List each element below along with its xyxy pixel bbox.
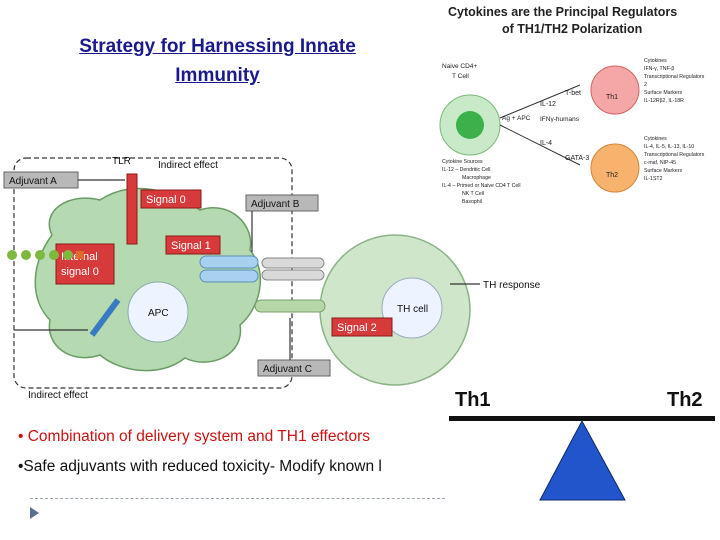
signal0-box <box>140 189 202 209</box>
cyto-source-0: Cytokine Sources <box>442 159 483 165</box>
indirect-effect-top-label: Indirect effect <box>158 160 218 171</box>
seesaw-right-label: Th2 <box>667 389 703 411</box>
tbet-label: T-bet <box>565 90 581 97</box>
th1-th2-seesaw: Th1 Th2 <box>449 389 715 501</box>
th2-note-2: Transcriptional Regulators <box>644 152 705 158</box>
footer-divider <box>30 498 445 499</box>
intracellular-receptor <box>89 298 121 337</box>
naive-line2: T Cell <box>452 73 469 80</box>
adjuvant-a-label: Adjuvant A <box>9 176 57 187</box>
signal0-label: Signal 0 <box>146 194 186 206</box>
tlr-receptor <box>126 173 138 245</box>
ag-apc-label: Ag + APC <box>502 115 531 122</box>
internal-signal-line2: signal 0 <box>61 266 99 278</box>
slide-title: Strategy for Harnessing Innate Immunity <box>20 32 415 90</box>
th1-note-4: Surface Markers <box>644 90 682 96</box>
bullet-1: • Combination of delivery system and TH1… <box>18 428 371 445</box>
seesaw-left-label: Th1 <box>455 389 491 411</box>
cytokine-sources-notes: Cytokine Sources IL-12 – Dendritic Cell … <box>442 159 521 205</box>
th-cell-label: TH cell <box>397 304 428 315</box>
th2-note-1: IL-4, IL-5, IL-13, IL-10 <box>644 144 694 150</box>
cyto-source-3: IL-4 – Primed or Naive CD4 T Cell <box>442 183 521 189</box>
ifn-label: IFNγ-humans <box>540 116 580 123</box>
cyto-source-5: Basophil <box>462 199 482 205</box>
tcr-upper <box>261 257 325 269</box>
cyto-source-1: IL-12 – Dendritic Cell <box>442 167 490 173</box>
gata3-label: GATA-3 <box>565 155 589 162</box>
mhc-complex-lower <box>199 269 259 283</box>
cyto-title-line2: of TH1/TH2 Polarization <box>502 22 642 36</box>
signal2-label: Signal 2 <box>337 322 377 334</box>
th2-note-4: Surface Markers <box>644 168 682 174</box>
seesaw-fulcrum <box>539 419 626 501</box>
footer-arrow-icon <box>30 507 39 519</box>
th2-path <box>499 124 581 166</box>
th2-note-0: Cytokines <box>644 136 667 142</box>
adjuvant-molecules <box>7 250 84 260</box>
th1-note-0: Cytokines <box>644 58 667 64</box>
adjuvant-mechanism-diagram: APC TH cell TLR Indirect effect Adjuvant… <box>3 156 541 401</box>
signal1-label: Signal 1 <box>171 240 211 252</box>
cytokine-polarization-diagram: Cytokines are the Principal Regulators o… <box>439 5 705 205</box>
th2-cell <box>590 143 640 193</box>
adjuvant-c-label: Adjuvant C <box>263 364 312 375</box>
th2-note-5: IL-1ST2 <box>644 176 663 182</box>
internal-signal-box <box>55 243 115 285</box>
th2-note-3: c-maf, NIP-45 <box>644 160 676 166</box>
bullet-2: •Safe adjuvants with reduced toxicity- M… <box>18 458 382 475</box>
th1-path <box>499 84 581 119</box>
th-response-label: TH response <box>483 280 541 291</box>
mhc-complex-upper <box>199 255 259 269</box>
tcr-lower <box>261 269 325 281</box>
title-line-1: Strategy for Harnessing Innate <box>79 36 356 57</box>
naive-line1: Naive CD4+ <box>442 63 477 70</box>
th2-notes: Cytokines IL-4, IL-5, IL-13, IL-10 Trans… <box>644 136 705 182</box>
apc-label: APC <box>148 308 169 319</box>
th1-note-3: 2 <box>644 82 647 88</box>
il12-label: IL-12 <box>540 101 556 108</box>
costim-receptor <box>254 299 326 313</box>
th1-note-5: IL-12Rβ2, IL-18R <box>644 98 684 104</box>
il4-label: IL-4 <box>540 140 552 147</box>
adjuvant-b-label: Adjuvant B <box>251 199 300 210</box>
cyto-source-2: Macrophage <box>462 175 491 181</box>
th1-notes: Cytokines IFN-γ, TNF-β Transcriptional R… <box>644 58 705 104</box>
apc-nucleus <box>127 281 189 343</box>
naive-t-cell-nucleus <box>456 111 484 139</box>
th1-cell-label: Th1 <box>606 94 618 101</box>
th1-note-2: Transcriptional Regulators <box>644 74 705 80</box>
signal1-box <box>165 235 221 255</box>
adjuvant-c-box <box>257 359 331 377</box>
tlr-label: TLR <box>112 156 131 167</box>
indirect-effect-bottom-label: Indirect effect <box>28 390 88 401</box>
seesaw-beam <box>449 416 715 421</box>
cyto-title-line1: Cytokines are the Principal Regulators <box>448 5 677 19</box>
adjuvant-b-box <box>245 194 319 212</box>
signal2-box <box>331 317 393 337</box>
th1-cell <box>590 65 640 115</box>
th-cell-nucleus <box>381 277 443 339</box>
th2-cell-label: Th2 <box>606 172 618 179</box>
cyto-source-4: NK T Cell <box>462 191 484 197</box>
title-line-2: Immunity <box>175 65 260 86</box>
indirect-effect-frame <box>13 157 293 389</box>
th1-note-1: IFN-γ, TNF-β <box>644 66 674 72</box>
